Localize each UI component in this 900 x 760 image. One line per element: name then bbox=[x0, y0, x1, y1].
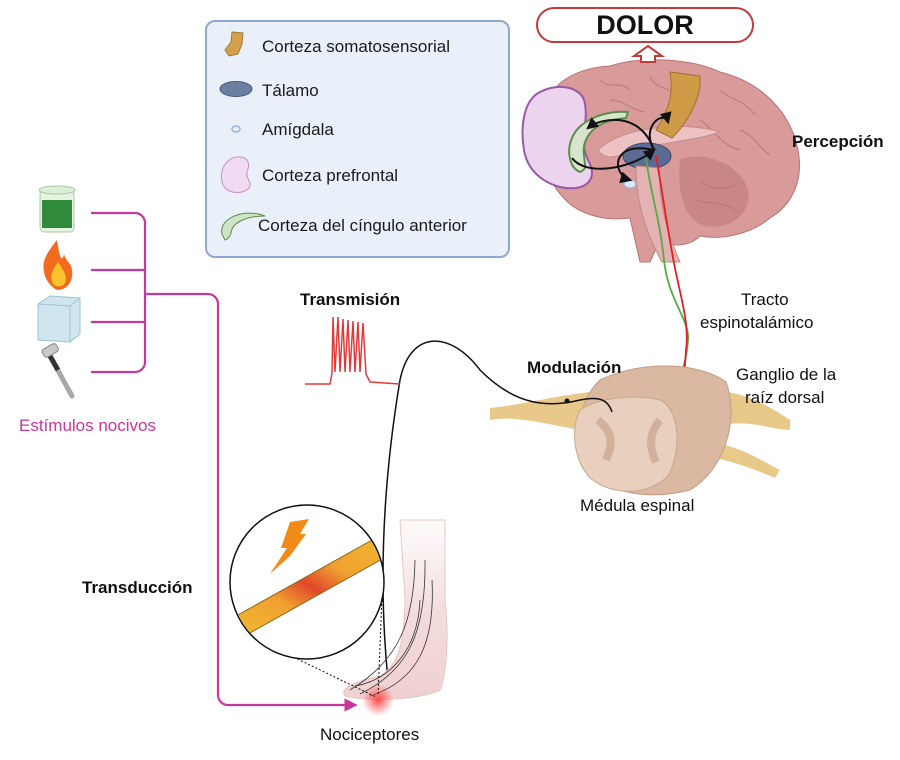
dolor-arrow-icon bbox=[630, 44, 666, 63]
stage-perception: Percepción bbox=[792, 132, 884, 151]
beaker-icon bbox=[38, 185, 76, 233]
legend-item-amygdala: Amígdala bbox=[262, 120, 334, 139]
hammer-icon bbox=[41, 343, 75, 399]
brain-regions-legend: Corteza somatosensorial Tálamo Amígdala … bbox=[205, 20, 510, 258]
spinal-cord-label: Médula espinal bbox=[580, 496, 695, 515]
flame-icon bbox=[43, 240, 73, 290]
ganglion-label-line2: raíz dorsal bbox=[745, 388, 825, 407]
pain-title-badge: DOLOR bbox=[536, 7, 754, 43]
leg-foot bbox=[343, 519, 448, 716]
ice-cube-icon bbox=[37, 295, 81, 343]
anterior-cingulate-icon bbox=[221, 212, 266, 241]
lightning-bolt-icon bbox=[270, 519, 309, 574]
legend-item-somatosensory-cortex: Corteza somatosensorial bbox=[262, 37, 451, 56]
stage-transduction: Transducción bbox=[82, 578, 193, 597]
thalamus-icon bbox=[219, 81, 253, 97]
action-potential-trace bbox=[305, 316, 401, 385]
magnified-nociceptor bbox=[229, 504, 385, 698]
prefrontal-cortex-icon bbox=[220, 156, 251, 193]
somatosensory-cortex-icon bbox=[224, 31, 244, 57]
brain bbox=[521, 59, 801, 263]
nociceptor-hotspot bbox=[362, 684, 394, 716]
spinal-cord bbox=[490, 365, 790, 496]
stage-transmission: Transmisión bbox=[300, 290, 401, 309]
ganglion-label-line1: Ganglio de la bbox=[736, 365, 837, 384]
nociceptors-label: Nociceptores bbox=[320, 725, 420, 744]
amygdala-icon bbox=[231, 125, 241, 133]
tract-label-line1: Tracto bbox=[741, 290, 789, 309]
stimuli-connector bbox=[91, 211, 358, 712]
tract-label-line2: espinotalámico bbox=[700, 313, 814, 332]
legend-item-thalamus: Tálamo bbox=[262, 81, 319, 100]
noxious-stimuli-label: Estímulos nocivos bbox=[19, 416, 156, 435]
stage-modulation: Modulación bbox=[527, 358, 622, 377]
sensory-nerve bbox=[382, 340, 613, 681]
legend-item-anterior-cingulate: Corteza del cíngulo anterior bbox=[258, 216, 467, 235]
brain-connection-arrows bbox=[571, 111, 672, 184]
legend-item-prefrontal-cortex: Corteza prefrontal bbox=[262, 166, 399, 185]
